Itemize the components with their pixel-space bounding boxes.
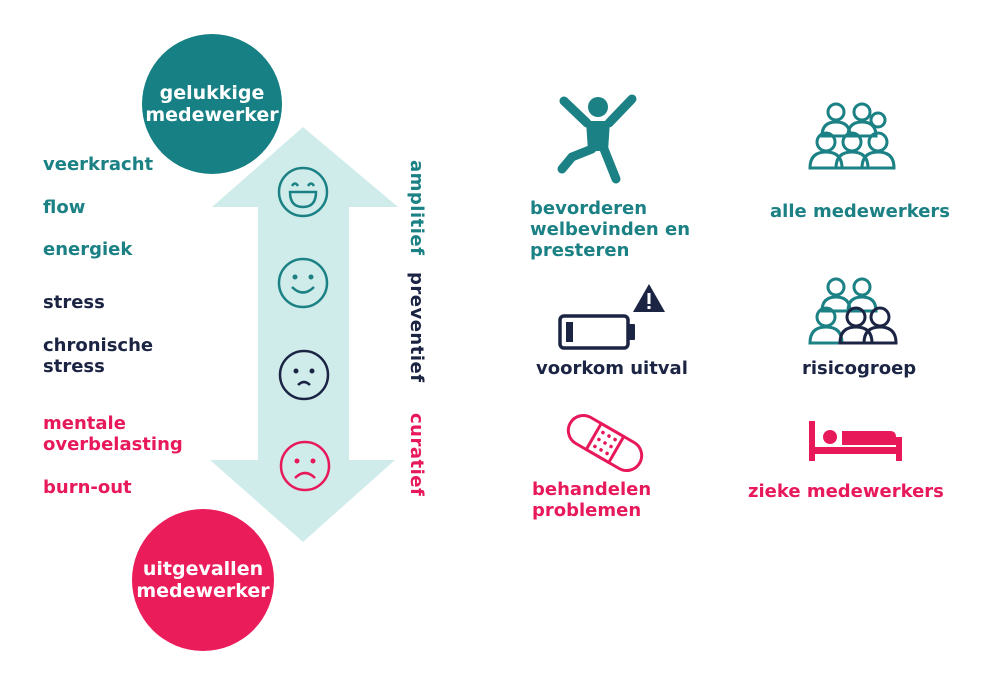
- caption-zieke-medewerkers: zieke medewerkers: [748, 481, 944, 502]
- label-veerkracht: veerkracht: [43, 154, 154, 175]
- label-stress: stress: [43, 292, 105, 313]
- dropped-out-employee-circle: uitgevallen medewerker: [132, 509, 274, 651]
- label-curatief: curatief: [406, 413, 427, 497]
- risk-group-people-icon: [808, 277, 898, 345]
- happy-employee-label: gelukkige medewerker: [145, 82, 279, 126]
- dropped-out-employee-label: uitgevallen medewerker: [136, 558, 270, 602]
- happy-employee-circle: gelukkige medewerker: [142, 34, 282, 174]
- bed-icon: [809, 421, 902, 461]
- label-energiek: energiek: [43, 239, 133, 260]
- caption-behandelen-problemen: behandelen problemen: [532, 479, 652, 521]
- worried-face-icon: [278, 349, 330, 401]
- caption-bevorderen: bevorderen welbevinden en presteren: [530, 198, 691, 261]
- label-flow: flow: [43, 197, 86, 218]
- group-of-people-icon: [808, 102, 896, 170]
- smiling-face-icon: [277, 257, 329, 309]
- sad-face-icon: [279, 440, 331, 492]
- caption-voorkom-uitval: voorkom uitval: [536, 358, 688, 379]
- label-burn-out: burn-out: [43, 477, 132, 498]
- label-amplitief: amplitief: [406, 160, 427, 256]
- jumping-person-icon: [557, 94, 637, 184]
- label-chronische-stress: chronische stress: [43, 335, 154, 377]
- label-preventief: preventief: [406, 272, 427, 383]
- caption-alle-medewerkers: alle medewerkers: [770, 201, 951, 222]
- caption-risicogroep: risicogroep: [802, 358, 917, 379]
- label-mentale-overbelasting: mentale overbelasting: [43, 413, 183, 455]
- laughing-face-icon: [277, 166, 329, 218]
- low-battery-icon: [558, 284, 665, 350]
- bandage-icon: [566, 414, 644, 472]
